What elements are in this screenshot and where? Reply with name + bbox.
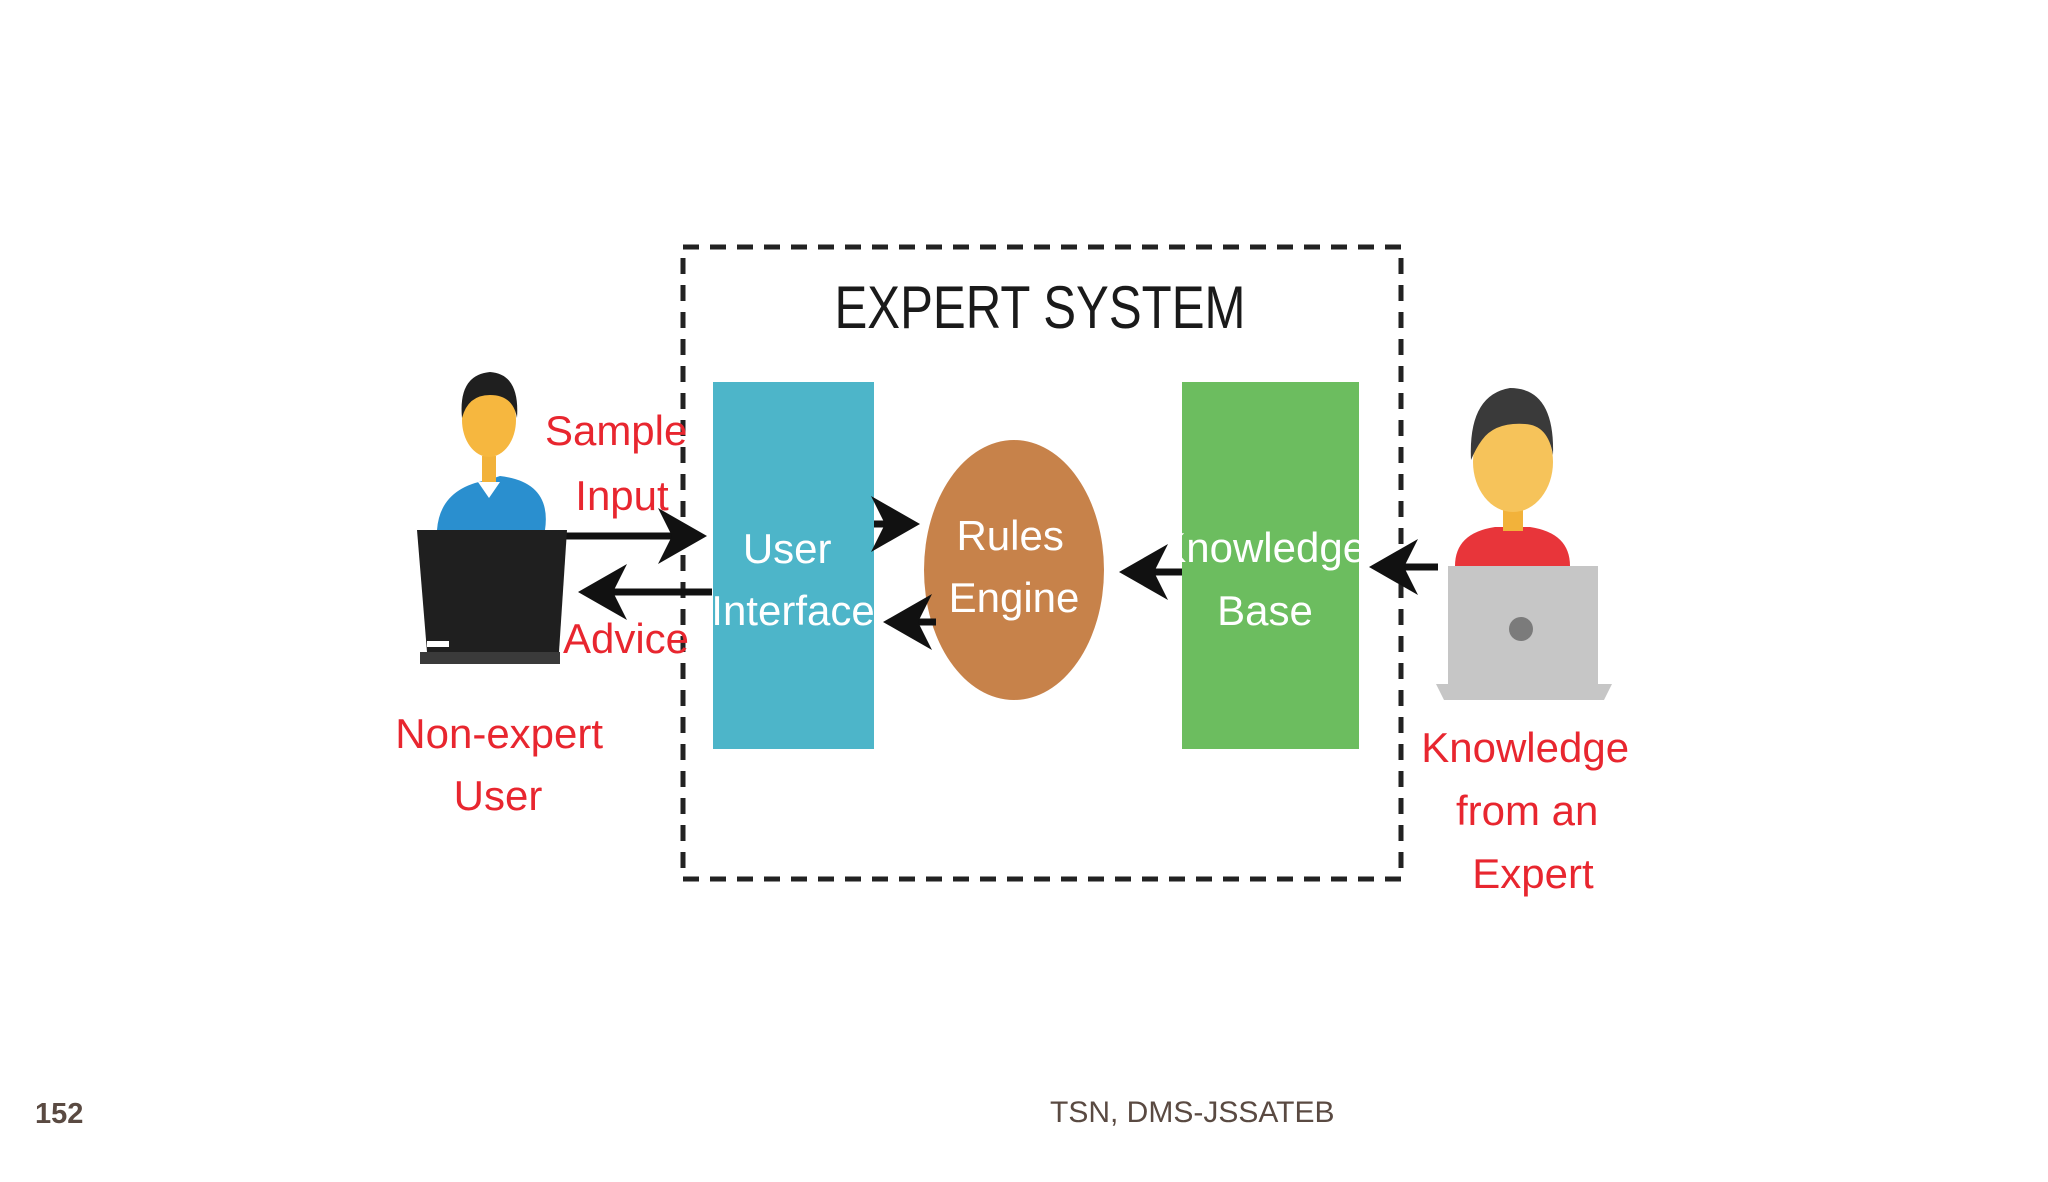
diagram-title: EXPERT SYSTEM <box>835 273 1246 341</box>
advice-label: Advice <box>563 615 689 662</box>
knowledge-base-label: Knowledge Base <box>1158 524 1378 634</box>
non-expert-user-icon <box>417 372 567 664</box>
user-interface-label-line1: User <box>743 525 832 572</box>
non-expert-user-label-line2: User <box>454 772 543 819</box>
non-expert-user-label: Non-expert User <box>395 710 614 819</box>
sample-input-label-line2: Input <box>575 472 669 519</box>
knowledge-base-node <box>1182 382 1359 749</box>
non-expert-user-label-line1: Non-expert <box>395 710 603 757</box>
page-number: 152 <box>35 1098 84 1130</box>
footer-text: TSN, DMS-JSSATEB <box>1050 1096 1335 1129</box>
expert-knowledge-label-line1: Knowledge <box>1421 724 1629 771</box>
rules-engine-label: Rules Engine <box>949 512 1080 621</box>
rules-engine-label-line1: Rules <box>956 512 1063 559</box>
sample-input-label: Sample Input <box>545 407 699 519</box>
sample-input-label-line1: Sample <box>545 407 687 454</box>
expert-knowledge-label-line2: from an <box>1456 787 1598 834</box>
rules-engine-node <box>924 440 1104 700</box>
rules-engine-label-line2: Engine <box>949 574 1080 621</box>
user-interface-label-line2: Interface <box>711 587 874 634</box>
expert-knowledge-label-line3: Expert <box>1472 850 1594 897</box>
knowledge-base-label-line2: Base <box>1217 587 1313 634</box>
knowledge-base-label-line1: Knowledge <box>1158 524 1366 571</box>
expert-knowledge-label: Knowledge from an Expert <box>1421 724 1641 897</box>
expert-icon <box>1436 388 1612 700</box>
user-interface-label: User Interface <box>711 525 874 634</box>
user-interface-node <box>713 382 874 749</box>
